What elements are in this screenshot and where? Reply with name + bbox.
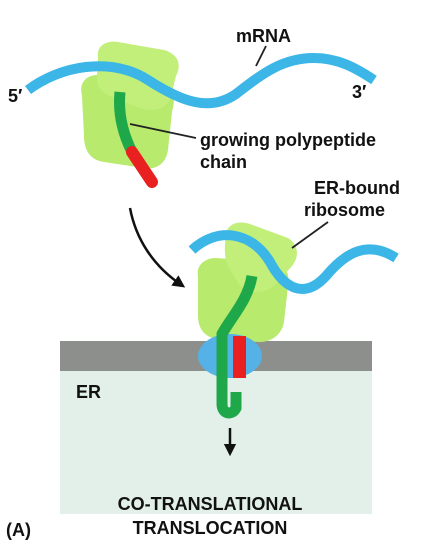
growing-polypeptide-label-line2: chain bbox=[200, 152, 247, 172]
five-prime-label: 5′ bbox=[8, 86, 22, 106]
translocating-polypeptide bbox=[216, 274, 258, 419]
caption-line2: TRANSLOCATION bbox=[133, 518, 288, 538]
growing-polypeptide-label-line1: growing polypeptide bbox=[200, 130, 376, 150]
three-prime-label: 3′ bbox=[352, 82, 366, 102]
polypeptide-leader-line bbox=[129, 123, 197, 139]
signal-sequence-top bbox=[126, 146, 158, 188]
transition-arrow bbox=[128, 207, 186, 288]
caption-line1: CO-TRANSLATIONAL bbox=[118, 494, 303, 514]
panel-label: (A) bbox=[6, 520, 31, 540]
mrna-leader-line bbox=[255, 45, 267, 67]
signal-sequence-embedded bbox=[233, 336, 246, 378]
er-bound-label-line2: ribosome bbox=[304, 200, 385, 220]
mrna-strand-top bbox=[25, 52, 377, 109]
er-bound-label-line1: ER-bound bbox=[314, 178, 400, 198]
er-lumen bbox=[60, 370, 372, 514]
er-ribosome-leader-line bbox=[291, 221, 329, 249]
er-label: ER bbox=[76, 382, 101, 402]
translocon-channel bbox=[198, 334, 262, 378]
mrna-strand-bottom bbox=[188, 230, 399, 294]
mrna-label: mRNA bbox=[236, 26, 291, 46]
